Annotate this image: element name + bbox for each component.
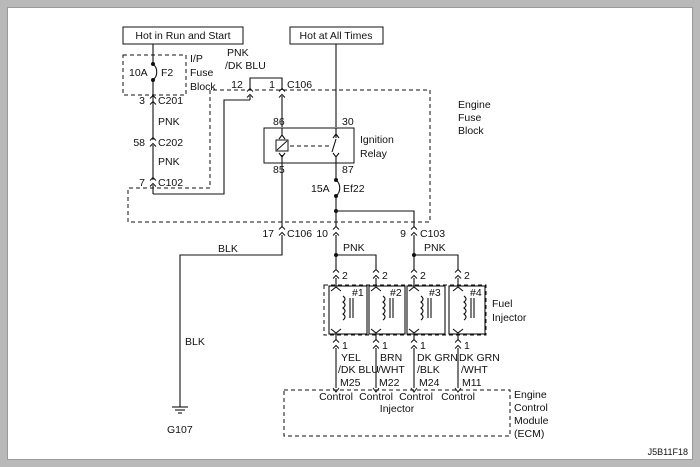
ecm-block: Control Control Control Control Injector… [283,389,549,440]
injector-4-pin-top: 2 [464,270,470,282]
ip-fuse-title-1: I/P [190,53,203,65]
injector-title-1: Fuel [492,298,512,310]
injector-3: 2 #3 1 DK GRN /BLK M24 [406,269,458,393]
hot-at-all-times-label: Hot at All Times [300,30,373,42]
relay-title-2: Relay [360,148,388,160]
injector-3-wire-2: /BLK [417,364,440,376]
relay-pin-30: 30 [342,116,354,128]
injector-1-wire-2: /DK BLU [338,364,379,376]
injector-2-pin-bot: 1 [382,340,388,352]
c106-top-pin-12: 12 [231,79,243,91]
injector-4-term: M11 [462,377,482,389]
ecm-title-4: (ECM) [514,428,544,440]
injector-1: 2 #1 1 YEL /DK BLU M25 [328,269,379,393]
relay-pin-85: 85 [273,164,285,176]
relay-title-1: Ignition [360,134,394,146]
ef22-rating: 15A [311,183,330,195]
hot-at-all-times-box: Hot at All Times [289,26,384,45]
wire-pnk-dkblu-2: /DK BLU [225,60,266,72]
injector-2-num: #2 [390,287,402,299]
injector-3-wire-1: DK GRN [417,352,458,364]
injector-1-pin-top: 2 [342,270,348,282]
relay-pin-86: 86 [273,116,285,128]
ecm-title-2: Control [514,402,548,414]
c106-bot-pin: 17 [262,228,274,240]
engine-fuse-title-1: Engine [458,99,491,111]
ef22-name: Ef22 [343,183,365,195]
injector-3-pin-bot: 1 [420,340,426,352]
c106-bot-name: C106 [287,228,312,240]
c202-pin: 58 [133,137,145,149]
c106-top-pin-1: 1 [269,79,275,91]
injector-4-wire-2: /WHT [461,364,488,376]
c201-name: C201 [158,95,183,107]
injector-3-term: M24 [419,377,440,389]
diagram-frame [7,7,693,460]
engine-fuse-block: Engine Fuse Block [127,89,491,223]
wire-blk-upper: BLK [218,243,238,255]
ecm-control-3: Control [399,391,433,403]
injector-3-pin-top: 2 [420,270,426,282]
injector-4: 2 #4 1 DK GRN /WHT M11 [448,269,500,393]
wire-pnk-left-lower: PNK [158,156,180,168]
wire-pnk-inj-12: PNK [343,242,365,254]
figure-code: J5B11F18 [648,447,688,457]
ip-fuse-title-2: Fuse [190,67,214,79]
injector-4-num: #4 [470,287,482,299]
c106-top-name: C106 [287,79,312,91]
wire-blk-lower: BLK [185,336,205,348]
ecm-title-1: Engine [514,389,547,401]
injector-1-pin-bot: 1 [342,340,348,352]
ecm-control-4: Control [441,391,475,403]
ignition-relay: 86 30 85 87 Ignition Relay [263,116,394,176]
c103-pin-9: 9 [400,228,406,240]
injector-2-pin-top: 2 [382,270,388,282]
injector-3-num: #3 [429,287,441,299]
hot-in-run-start-box: Hot in Run and Start [122,26,244,45]
fuel-injector-group: Fuel Injector [323,284,527,336]
ecm-injector-label: Injector [380,403,415,415]
c103-name: C103 [420,228,445,240]
ground-symbol-icon [172,406,188,414]
injector-2-wire-1: BRN [380,352,402,364]
injector-4-pin-bot: 1 [464,340,470,352]
c202-name: C202 [158,137,183,149]
c103-pin-10: 10 [316,228,328,240]
c201-pin: 3 [139,95,145,107]
relay-pin-87: 87 [342,164,354,176]
c102-pin: 7 [139,177,145,189]
injector-2-term: M22 [379,377,400,389]
injector-2: 2 #2 1 BRN /WHT M22 [368,269,406,393]
ground-name: G107 [167,424,193,436]
ip-fuse-block: 10A F2 I/P Fuse Block [122,44,216,96]
c102-name: C102 [158,177,183,189]
engine-fuse-title-3: Block [458,125,484,137]
injector-1-num: #1 [352,287,364,299]
injector-4-wire-1: DK GRN [459,352,500,364]
ecm-control-1: Control [319,391,353,403]
ip-fuse-name: F2 [161,67,173,79]
ecm-control-2: Control [359,391,393,403]
wire-pnk-inj-34: PNK [424,242,446,254]
ip-fuse-title-3: Block [190,81,216,93]
ip-fuse-rating: 10A [129,67,148,79]
hot-in-run-start-label: Hot in Run and Start [135,30,230,42]
injector-title-2: Injector [492,312,527,324]
injector-1-wire-1: YEL [341,352,361,364]
wire-pnk-dkblu-1: PNK [227,47,249,59]
injector-2-wire-2: /WHT [378,364,405,376]
wire-pnk-left-upper: PNK [158,116,180,128]
ecm-title-3: Module [514,415,549,427]
engine-fuse-title-2: Fuse [458,112,482,124]
injector-1-term: M25 [340,377,361,389]
ef22-fuse: 15A Ef22 [311,178,365,198]
